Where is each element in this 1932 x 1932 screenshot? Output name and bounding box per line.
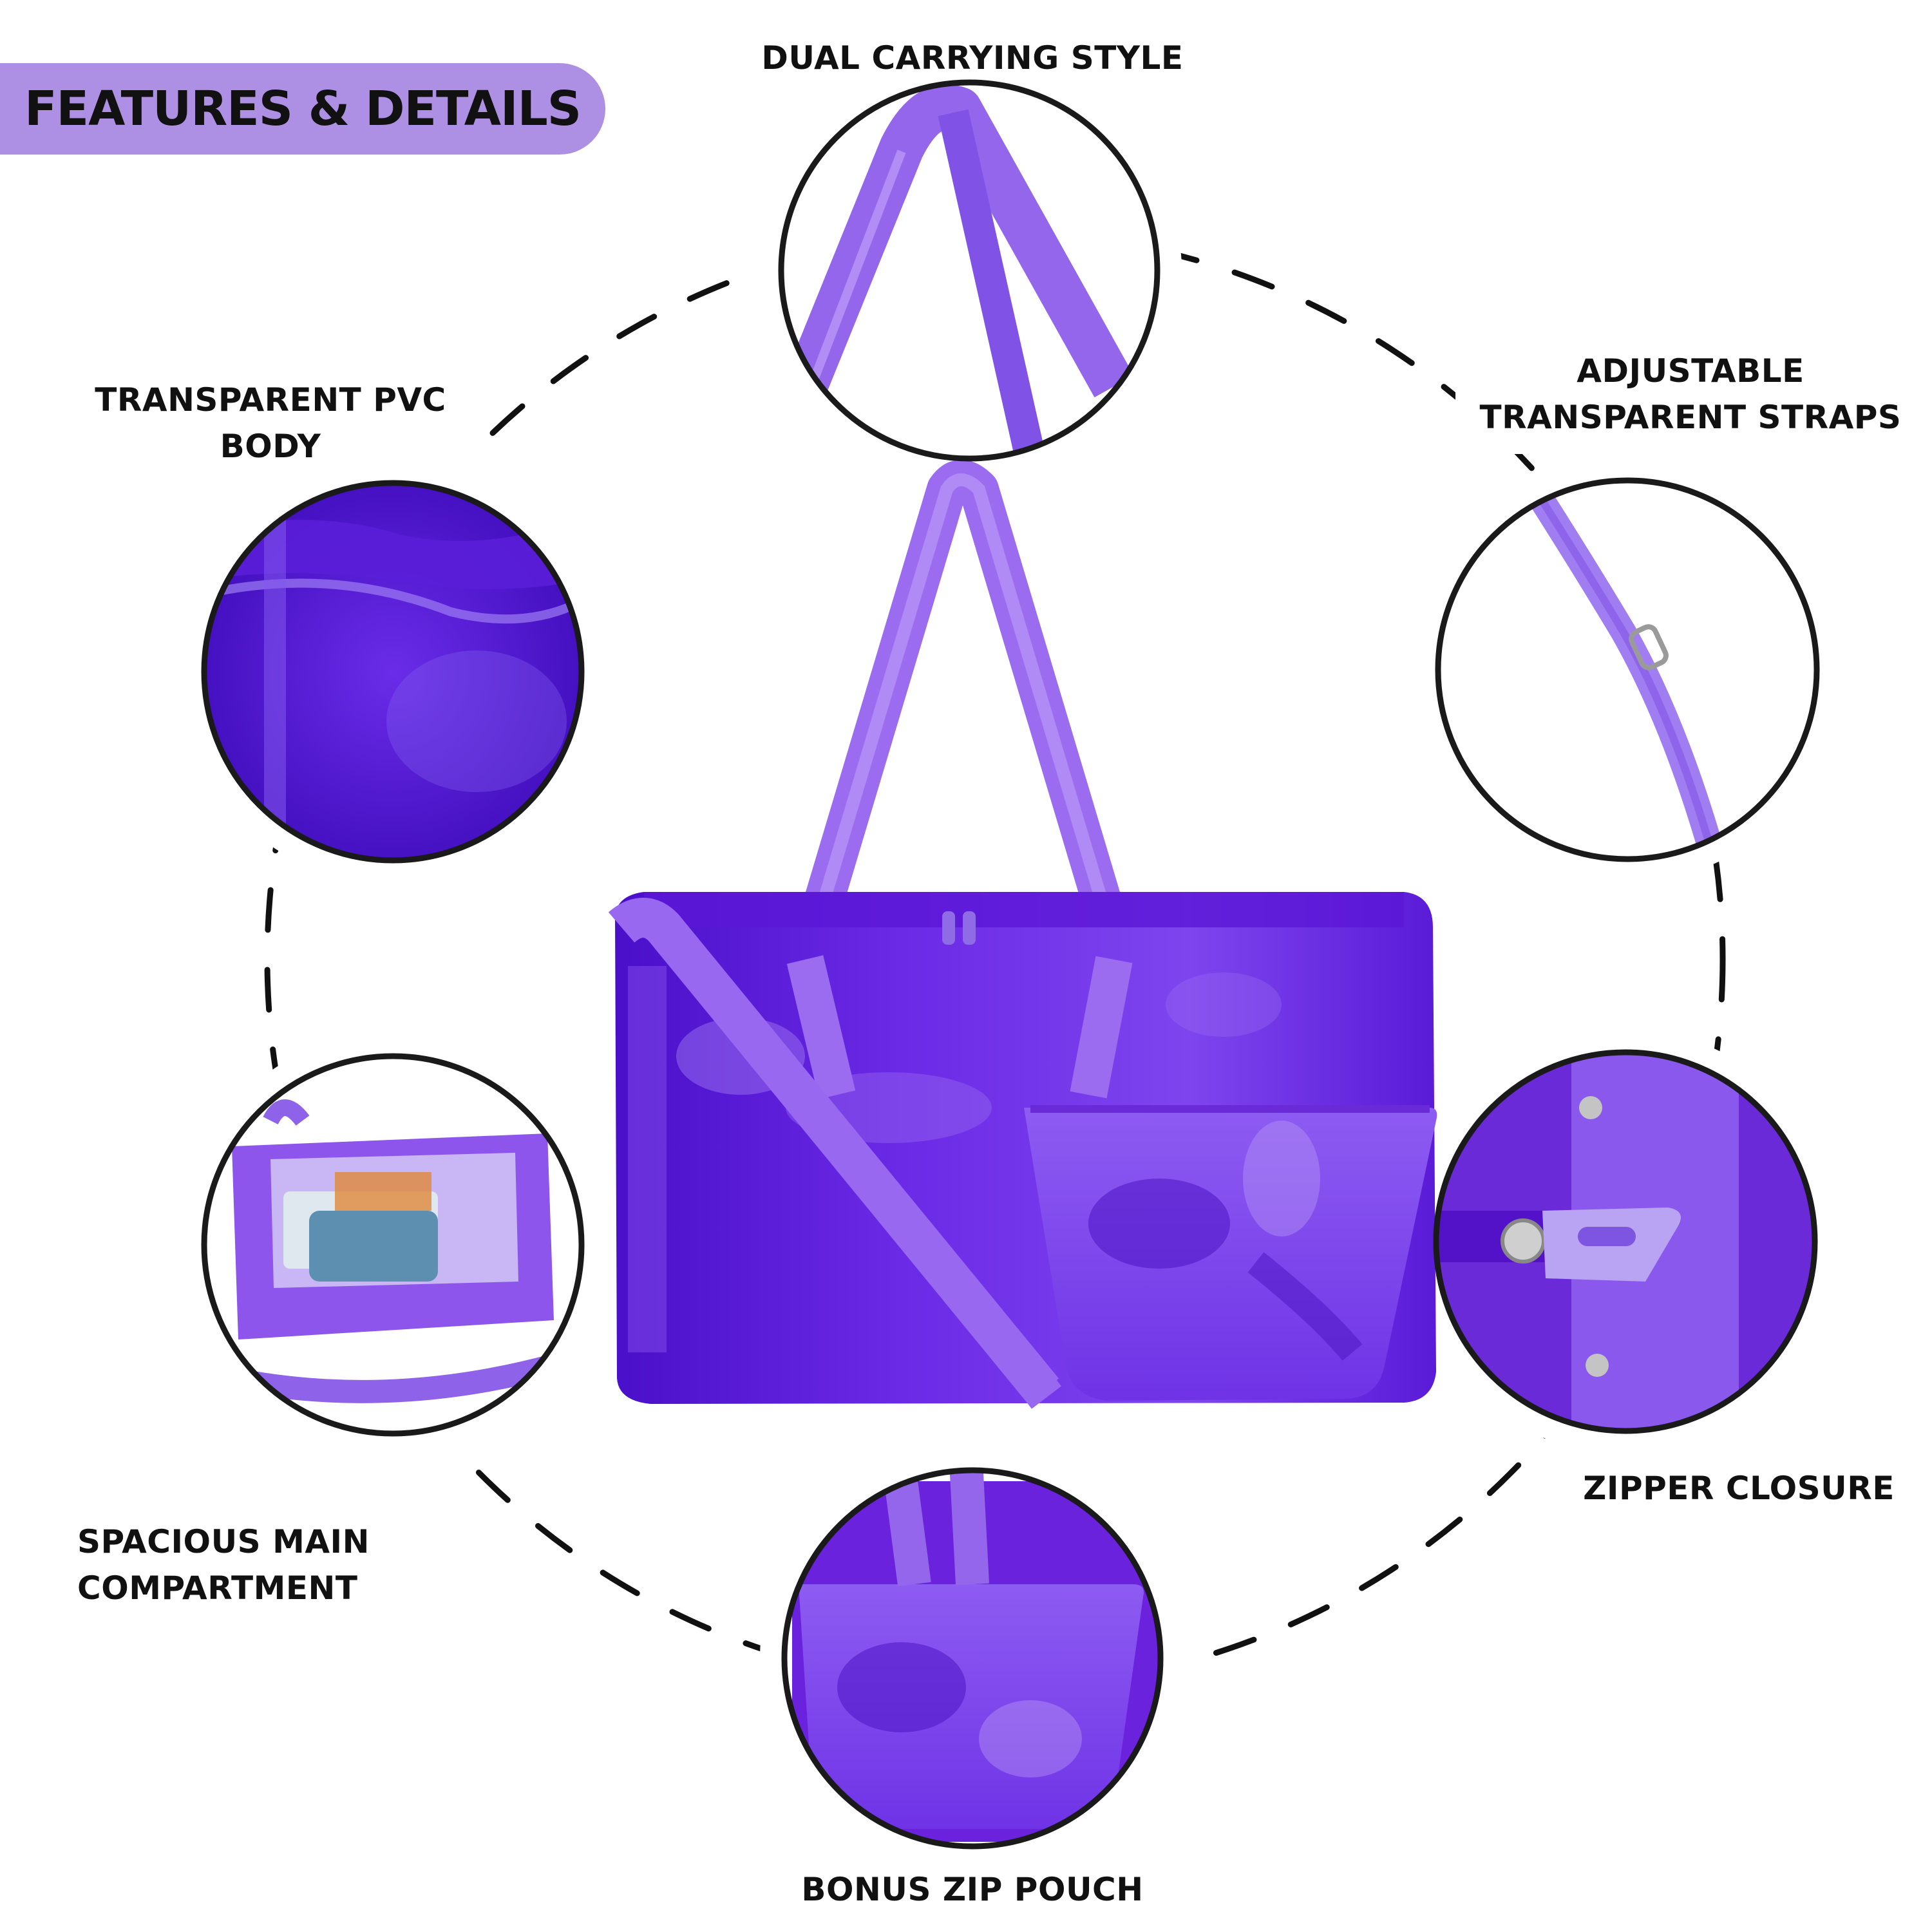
feature-line: DUAL CARRYING STYLE: [761, 39, 1184, 77]
feature-line: TRANSPARENT PVC: [95, 381, 446, 419]
detail-image-dual-carrying: [781, 82, 1157, 459]
feature-line: COMPARTMENT: [77, 1569, 358, 1607]
product-image-duffel-bag: [608, 460, 1437, 1409]
detail-image-zipper: [1436, 1052, 1815, 1431]
feature-label-adjustable-straps: ADJUSTABLE TRANSPARENT STRAPS: [1459, 348, 1922, 440]
detail-image-adjustable-straps: [1438, 480, 1817, 859]
detail-image-pvc-body: [204, 483, 582, 860]
feature-label-dual-carrying: DUAL CARRYING STYLE: [683, 32, 1262, 84]
feature-label-transparent-pvc: TRANSPARENT PVC BODY: [71, 377, 470, 469]
features-banner: FEATURES & DETAILS: [0, 63, 605, 155]
feature-label-zipper-closure: ZIPPER CLOSURE: [1546, 1465, 1932, 1511]
feature-line: SPACIOUS MAIN: [77, 1523, 370, 1560]
feature-label-spacious-compartment: SPACIOUS MAIN COMPARTMENT: [77, 1519, 425, 1611]
feature-line: BONUS ZIP POUCH: [801, 1871, 1144, 1908]
detail-image-open-bag: [204, 1056, 582, 1434]
banner-title: FEATURES & DETAILS: [24, 81, 582, 137]
feature-line: TRANSPARENT STRAPS: [1479, 399, 1902, 436]
feature-label-bonus-pouch: BONUS ZIP POUCH: [708, 1866, 1236, 1913]
feature-line: ZIPPER CLOSURE: [1583, 1470, 1895, 1507]
feature-line: ADJUSTABLE: [1577, 352, 1804, 390]
feature-line: BODY: [220, 428, 321, 465]
